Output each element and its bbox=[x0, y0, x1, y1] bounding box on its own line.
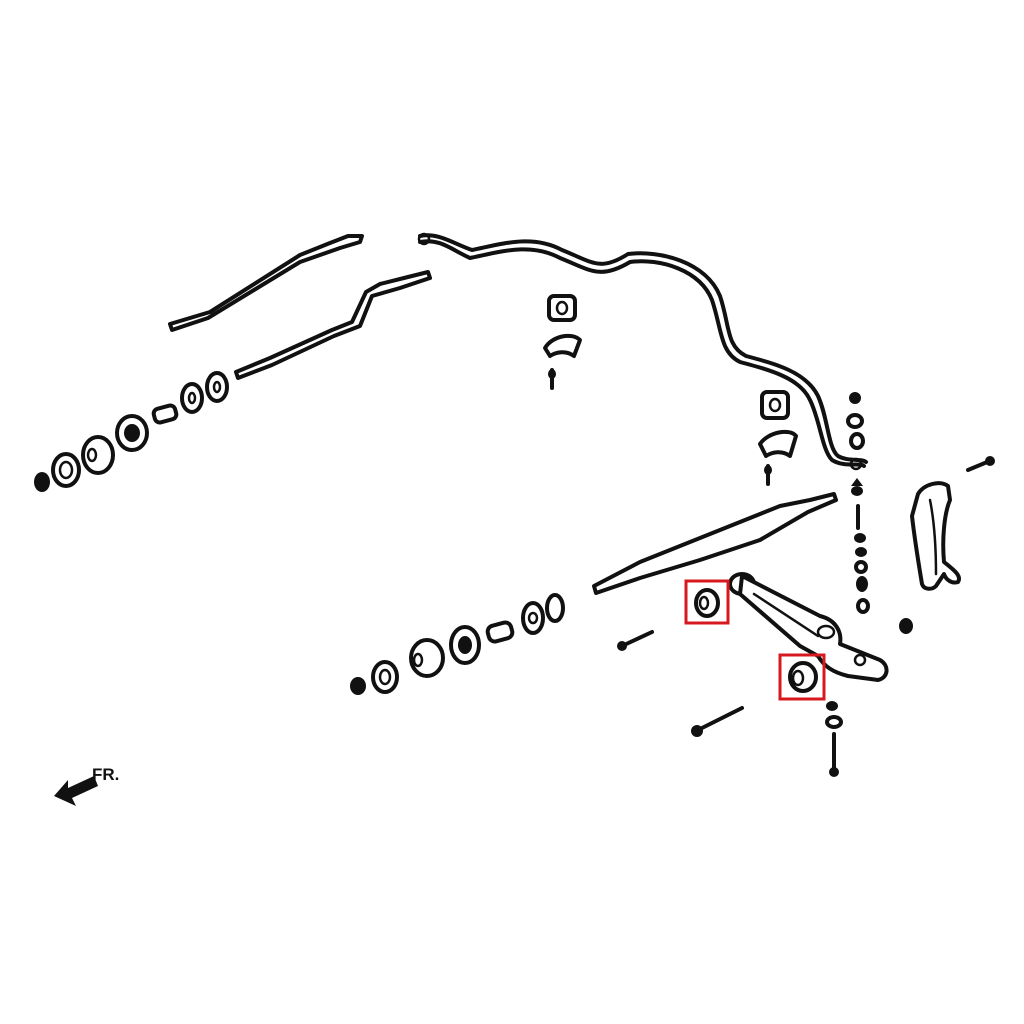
suspension-fork bbox=[910, 481, 961, 591]
end-link-stack bbox=[846, 392, 870, 614]
bracket-right bbox=[758, 429, 798, 458]
highlight-box-front bbox=[684, 579, 730, 625]
upper-radius-rod-front bbox=[234, 270, 432, 380]
washer-large bbox=[205, 371, 229, 403]
upper-radius-rod-rear bbox=[168, 234, 364, 332]
bushing-round bbox=[409, 638, 445, 678]
front-direction-indicator: FR. bbox=[54, 765, 119, 806]
arrow-left-down-icon bbox=[54, 776, 98, 806]
stabilizer-bushing-left bbox=[543, 294, 582, 390]
lower-bushing-stack bbox=[350, 593, 565, 695]
fork-bolt bbox=[966, 456, 995, 472]
end-nut bbox=[34, 472, 50, 492]
highlight-box-rear bbox=[778, 653, 826, 701]
lower-arm-nut bbox=[899, 618, 913, 634]
lower-arm-bolt-rear bbox=[691, 706, 744, 737]
direction-label: FR. bbox=[92, 765, 119, 784]
washer bbox=[521, 601, 545, 635]
end-nut bbox=[350, 677, 366, 695]
sleeve bbox=[485, 620, 515, 644]
upper-bushing-stack bbox=[34, 371, 229, 492]
vertical-bolt-stack bbox=[825, 701, 843, 777]
lower-radius-rod bbox=[592, 492, 838, 595]
bushing-cup bbox=[371, 660, 399, 694]
bushing-ring bbox=[449, 625, 481, 665]
sleeve bbox=[151, 403, 179, 425]
highlighted-bushing-rear bbox=[778, 653, 826, 701]
lower-arm-bolt-front bbox=[617, 630, 654, 651]
bracket-left bbox=[543, 333, 582, 358]
washer bbox=[180, 382, 204, 414]
washer bbox=[545, 593, 565, 623]
bushing-cup bbox=[51, 452, 81, 488]
bushing-round bbox=[81, 435, 115, 475]
highlighted-bushing-front bbox=[684, 579, 730, 625]
bushing-ring bbox=[115, 414, 149, 452]
stabilizer-bushing-right bbox=[758, 390, 798, 486]
stabilizer-bar bbox=[417, 232, 868, 471]
